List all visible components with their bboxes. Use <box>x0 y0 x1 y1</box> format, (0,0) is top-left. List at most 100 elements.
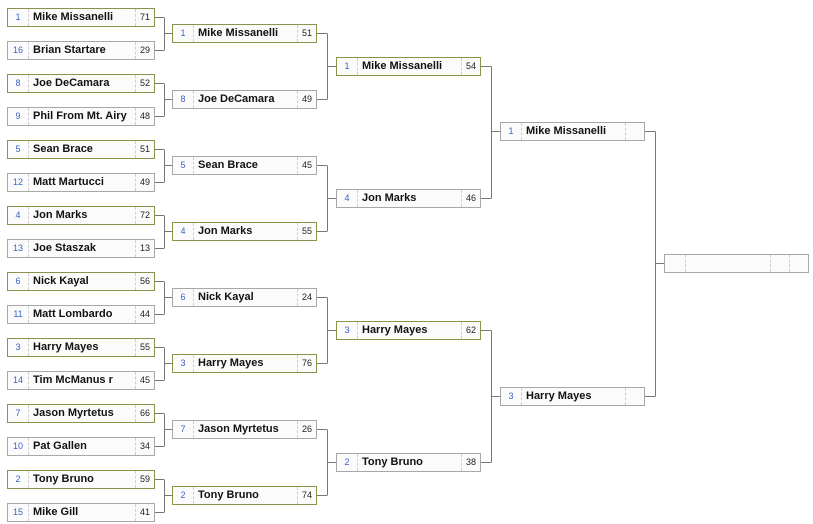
seed-number: 2 <box>173 486 194 504</box>
score-value: 34 <box>135 437 154 455</box>
competitor-name: Harry Mayes <box>362 324 428 336</box>
score-value: 26 <box>297 420 316 438</box>
competitor-name: Tony Bruno <box>33 473 94 485</box>
seed-number: 5 <box>173 156 194 174</box>
competitor-name: Sean Brace <box>198 159 258 171</box>
competitor-name: Nick Kayal <box>33 275 89 287</box>
bracket-slot[interactable]: 10 Pat Gallen 34 <box>7 436 155 456</box>
seed-number: 13 <box>8 239 29 257</box>
bracket-slot[interactable]: 15 Mike Gill 41 <box>7 502 155 522</box>
score-value: 44 <box>135 305 154 323</box>
score-value: 38 <box>461 453 480 471</box>
competitor-name: Sean Brace <box>33 143 93 155</box>
competitor-name: Brian Startare <box>33 44 106 56</box>
score-value: 41 <box>135 503 154 521</box>
seed-number: 8 <box>173 90 194 108</box>
seed-number: 3 <box>173 354 194 372</box>
score-value: 66 <box>135 404 154 422</box>
bracket-slot[interactable]: 16 Brian Startare 29 <box>7 40 155 60</box>
seed-number: 1 <box>337 57 358 75</box>
seed-number: 4 <box>8 206 29 224</box>
bracket-slot[interactable]: 6 Nick Kayal 24 <box>172 287 317 307</box>
competitor-name: Mike Missanelli <box>526 125 607 137</box>
competitor-name: Tony Bruno <box>362 456 423 468</box>
seed-number: 1 <box>501 122 522 140</box>
seed-number: 7 <box>8 404 29 422</box>
seed-number: 15 <box>8 503 29 521</box>
seed-number: 6 <box>173 288 194 306</box>
score-value: 45 <box>135 371 154 389</box>
bracket-slot[interactable]: 14 Tim McManus r 45 <box>7 370 155 390</box>
score-value: 54 <box>461 57 480 75</box>
score-value: 24 <box>297 288 316 306</box>
competitor-name: Tony Bruno <box>198 489 259 501</box>
bracket-slot[interactable]: 6 Nick Kayal 56 <box>7 271 155 291</box>
seed-number: 5 <box>8 140 29 158</box>
bracket-slot[interactable]: 11 Matt Lombardo 44 <box>7 304 155 324</box>
score-value: 51 <box>297 24 316 42</box>
score-value: 13 <box>135 239 154 257</box>
competitor-name: Nick Kayal <box>198 291 254 303</box>
score-value: 71 <box>135 8 154 26</box>
seed-number: 14 <box>8 371 29 389</box>
seed-number: 16 <box>8 41 29 59</box>
competitor-name: Mike Gill <box>33 506 79 518</box>
score-value <box>625 387 644 405</box>
score-value: 56 <box>135 272 154 290</box>
competitor-name: Harry Mayes <box>526 390 592 402</box>
score-value <box>770 254 789 272</box>
score-value: 49 <box>135 173 154 191</box>
competitor-name: Matt Lombardo <box>33 308 113 320</box>
competitor-name: Joe DeCamara <box>33 77 110 89</box>
seed-number: 3 <box>337 321 358 339</box>
competitor-name: Jon Marks <box>362 192 417 204</box>
score-value: 49 <box>297 90 316 108</box>
seed-number: 2 <box>337 453 358 471</box>
seed-number: 4 <box>337 189 358 207</box>
seed-number: 1 <box>173 24 194 42</box>
seed-number: 11 <box>8 305 29 323</box>
competitor-name: Pat Gallen <box>33 440 87 452</box>
bracket-slot[interactable]: 2 Tony Bruno 38 <box>336 452 481 472</box>
bracket-slot[interactable]: 1 Mike Missanelli <box>500 121 645 141</box>
competitor-name: Harry Mayes <box>198 357 264 369</box>
score-value: 29 <box>135 41 154 59</box>
score-value: 55 <box>297 222 316 240</box>
bracket-slot[interactable]: 3 Harry Mayes 76 <box>172 353 317 373</box>
competitor-name: Tim McManus r <box>33 374 113 386</box>
seed-number: 6 <box>8 272 29 290</box>
competitor-name <box>686 255 770 272</box>
seed-number: 2 <box>8 470 29 488</box>
seed-number: 10 <box>8 437 29 455</box>
seed-number: 12 <box>8 173 29 191</box>
score-value: 72 <box>135 206 154 224</box>
bracket-slot[interactable]: 5 Sean Brace 51 <box>7 139 155 159</box>
score-value: 48 <box>135 107 154 125</box>
competitor-name: Phil From Mt. Airy <box>33 110 127 122</box>
bracket-slot[interactable] <box>664 253 809 273</box>
score-value: 51 <box>135 140 154 158</box>
score-value: 76 <box>297 354 316 372</box>
seed-number: 7 <box>173 420 194 438</box>
